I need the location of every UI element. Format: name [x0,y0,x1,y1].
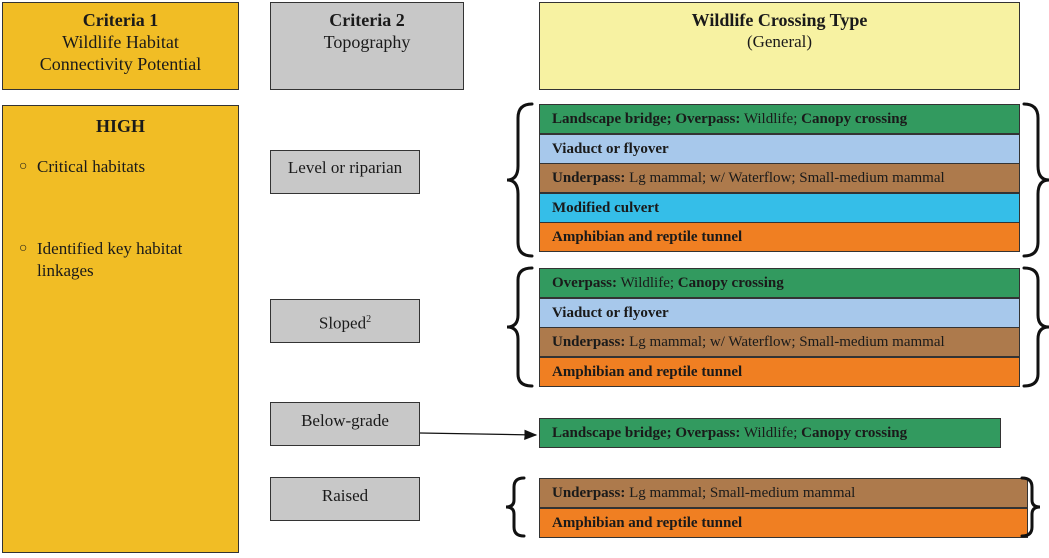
crossing-type-title: Wildlife Crossing Type [691,10,868,30]
topography-label: Level or riparian [287,158,403,177]
right-brace-icon [1020,476,1041,538]
crossing-type-text: Lg mammal; w/ Waterflow; Small-medium ma… [625,334,945,350]
circle-bullet-icon: ○ [19,159,28,174]
left-brace-icon [505,476,526,538]
circle-bullet-icon: ○ [19,241,28,256]
crossing-type-text: Wildlife; [740,425,802,441]
right-brace-icon [1022,266,1049,388]
crossing-type-bold-text: Canopy crossing [801,425,908,441]
crossing-type-bold-text: Underpass: [552,170,626,186]
crossing-type-row: Landscape bridge; Overpass: Wildlife; Ca… [539,104,1020,134]
left-brace-icon [506,266,534,388]
crossing-type-bold-text: Canopy crossing [677,275,784,291]
crossing-type-row: Overpass: Wildlife; Canopy crossing [539,268,1020,298]
crossing-type-text: Wildlife; [617,275,678,291]
crossing-type-row: Amphibian and reptile tunnel [539,222,1020,252]
criteria-1-header: Criteria 1 Wildlife Habitat Connectivity… [2,2,239,90]
crossing-type-bold-text: Overpass: [552,275,617,291]
below-grade-arrow [419,429,538,440]
crossing-type-bold-text: Amphibian and reptile tunnel [552,229,743,245]
topography-label: Below-grade [301,411,389,430]
criteria-2-subtitle: Topography [323,32,411,52]
crossing-type-row: Underpass: Lg mammal; w/ Waterflow; Smal… [539,327,1020,357]
crossing-type-text: Lg mammal; w/ Waterflow; Small-medium ma… [625,170,945,186]
crossing-type-row: Amphibian and reptile tunnel [539,356,1020,387]
crossing-type-bold-text: Amphibian and reptile tunnel [552,363,743,380]
topography-level-riparian: Level or riparian [270,150,420,194]
habitat-bullet: ○ Critical habitats [19,156,229,178]
crossing-type-row: Landscape bridge; Overpass: Wildlife; Ca… [539,418,1001,448]
crossing-type-header: Wildlife Crossing Type (General) [539,2,1020,90]
crossing-type-bold-text: Landscape bridge; Overpass: [552,425,741,441]
topography-sloped: Sloped2 [270,299,420,343]
crossing-type-bold-text: Viaduct or flyover [552,304,669,321]
criteria-2-header: Criteria 2 Topography [270,2,464,90]
habitat-level-title: HIGH [95,116,145,136]
crossing-type-bold-text: Viaduct or flyover [552,140,669,157]
criteria-1-line-2: Connectivity Potential [39,54,202,74]
crossing-type-text: Wildlife; [740,111,802,127]
crossing-type-row: Underpass: Lg mammal; w/ Waterflow; Smal… [539,163,1020,193]
topography-below-grade: Below-grade [270,402,420,446]
crossing-type-bold-text: Amphibian and reptile tunnel [552,514,743,531]
crossing-type-bold-text: Modified culvert [552,199,660,216]
crossing-type-bold-text: Canopy crossing [801,111,908,127]
habitat-bullet-text: Critical habitats [37,157,146,176]
crossing-type-bold-text: Landscape bridge; Overpass: [552,111,741,127]
right-brace-icon [1022,102,1049,258]
crossing-type-row: Viaduct or flyover [539,133,1020,164]
left-brace-icon [506,102,534,258]
crossing-type-bold-text: Underpass: [552,334,626,350]
topography-raised: Raised [270,477,420,521]
crossing-type-bold-text: Underpass: [552,485,626,501]
criteria-1-line-1: Wildlife Habitat [62,32,179,52]
topography-footnote: 2 [366,314,372,325]
criteria-2-title: Criteria 2 [329,10,405,30]
topography-label: Raised [321,486,369,505]
habitat-high-box: HIGH ○ Critical habitats ○ Identified ke… [2,105,239,553]
crossing-type-row: Amphibian and reptile tunnel [539,507,1028,538]
habitat-bullet: ○ Identified key habitat linkages [19,238,229,282]
crossing-type-text: Lg mammal; Small-medium mammal [625,485,856,501]
criteria-1-title: Criteria 1 [82,10,159,30]
habitat-bullet-text: Identified key habitat linkages [37,239,183,280]
crossing-type-subtitle: (General) [746,32,813,51]
topography-label: Sloped [318,313,367,333]
